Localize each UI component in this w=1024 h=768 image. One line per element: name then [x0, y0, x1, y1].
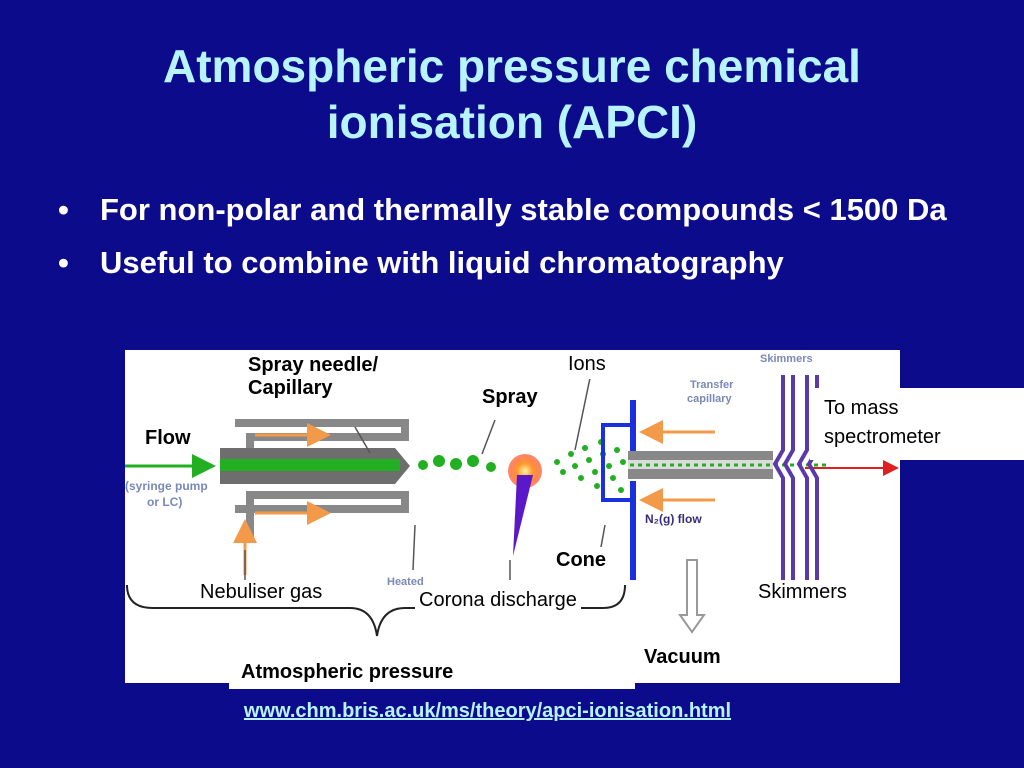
bullet-text: Useful to combine with liquid chromatogr… — [100, 245, 784, 280]
corona-discharge-needle — [513, 475, 533, 556]
vacuum-arrow — [678, 559, 706, 634]
skimmers-small-label: Skimmers — [760, 353, 813, 365]
spray-needle-label-line2: Capillary — [248, 377, 333, 399]
syringe-label: (syringe pump — [125, 479, 208, 493]
spray-label: Spray — [476, 385, 544, 410]
cone-shape — [601, 423, 633, 502]
bullet-marker: • — [58, 192, 69, 227]
spray-needle-label: Spray needle/ Capillary — [238, 352, 389, 406]
syringe-label-2: or LC) — [147, 495, 182, 509]
corona-glow — [508, 454, 542, 488]
skimmers-label: Skimmers — [754, 580, 851, 605]
spray-needle-label-line1: Spray needle/ — [248, 354, 379, 376]
bullet-text: For non-polar and thermally stable compo… — [100, 192, 947, 227]
atmospheric-brace — [126, 584, 626, 637]
corona-discharge-label: Corona discharge — [415, 588, 581, 613]
to-mass-spectrometer-label: To mass spectrometer — [810, 388, 1024, 460]
title-line-1: Atmospheric pressure chemical — [163, 40, 861, 92]
transfer-label: Transfer — [690, 379, 734, 391]
to-mass-label-line2: spectrometer — [824, 426, 941, 448]
faint-labels: (syringe pump or LC) Skimmers Transfer c… — [125, 353, 813, 588]
nebuliser-gas-label: Nebuliser gas — [198, 580, 325, 605]
flow-label: Flow — [138, 425, 198, 452]
transfer-capillary — [628, 451, 773, 479]
spray-droplets — [418, 455, 496, 472]
n2-flow-arrows — [639, 420, 715, 512]
apci-schematic: (syringe pump or LC) Skimmers Transfer c… — [125, 353, 899, 637]
pointer-lines — [244, 377, 606, 580]
transfer-label-2: capillary — [687, 393, 733, 405]
source-link[interactable]: www.chm.bris.ac.uk/ms/theory/apci-ionisa… — [243, 700, 732, 722]
atmospheric-pressure-label: Atmospheric pressure — [229, 656, 635, 689]
n2-flow-label: N₂(g) flow — [645, 512, 702, 526]
spray-needle — [220, 448, 410, 484]
bullet-item: • For non-polar and thermally stable com… — [58, 188, 1008, 231]
slide-title: Atmospheric pressure chemical ionisation… — [0, 38, 1024, 150]
ion-cloud — [554, 439, 626, 493]
cone-label: Cone — [552, 547, 610, 574]
bullet-item: • Useful to combine with liquid chromato… — [58, 241, 1008, 284]
heated-label: Heated — [387, 576, 424, 588]
ions-label: Ions — [556, 350, 618, 379]
bullet-list: • For non-polar and thermally stable com… — [58, 188, 1008, 294]
title-line-2: ionisation (APCI) — [326, 96, 698, 148]
vacuum-label: Vacuum — [640, 645, 725, 670]
bullet-marker: • — [58, 245, 69, 280]
nebuliser-housing — [235, 419, 409, 540]
to-mass-label-line1: To mass — [824, 397, 899, 419]
